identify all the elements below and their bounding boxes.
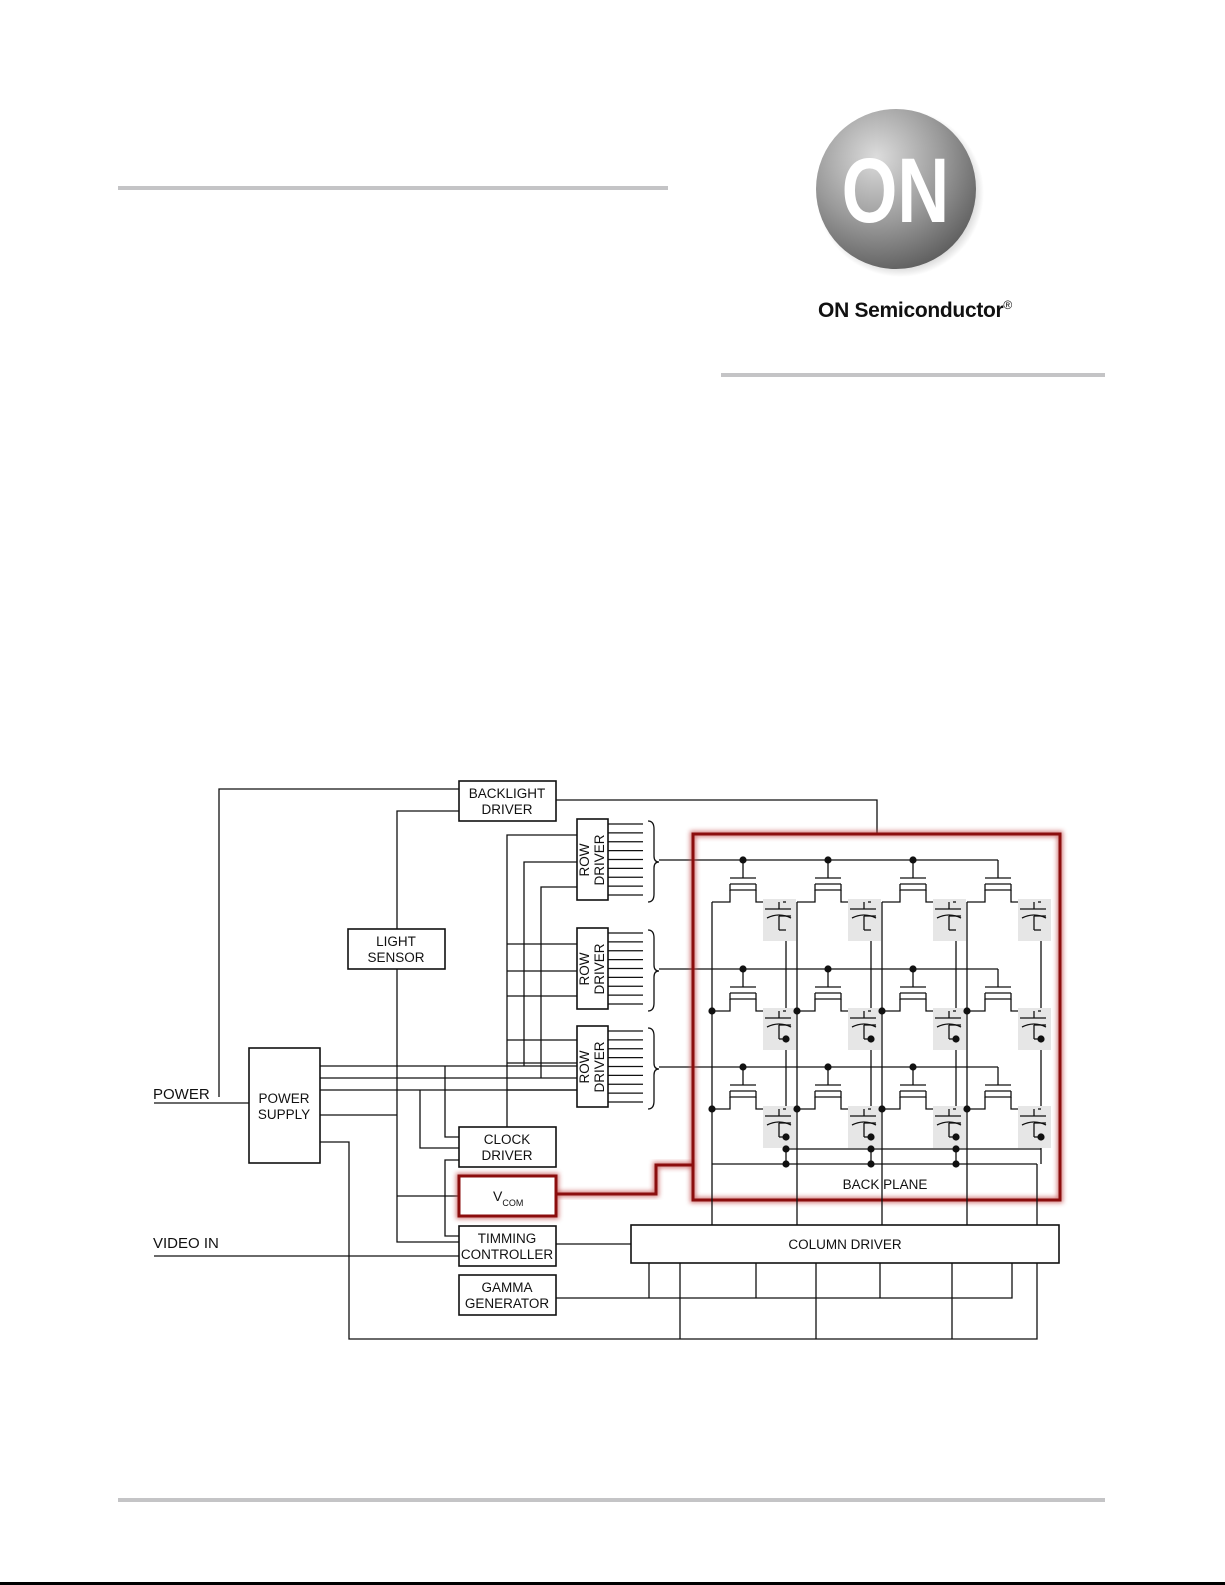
tft-channel xyxy=(730,1091,756,1097)
tft-channel xyxy=(985,993,1011,999)
gamma-generator-label-1: GAMMA xyxy=(481,1280,532,1295)
row-driver-3-label-2: DRIVER xyxy=(592,1041,607,1092)
light-sensor-label-2: SENSOR xyxy=(367,950,424,965)
tft-channel xyxy=(985,884,1011,890)
sensor-to-timing-wire xyxy=(397,969,459,1242)
tft-channel xyxy=(815,884,841,890)
tft-channel xyxy=(900,1091,926,1097)
tft-channel xyxy=(985,1091,1011,1097)
junction-dot xyxy=(878,1105,885,1112)
clock-driver-label-2: DRIVER xyxy=(481,1148,532,1163)
tft-pixel-matrix xyxy=(708,856,1051,1225)
row-bus-c xyxy=(541,887,577,1078)
column-driver-label: COLUMN DRIVER xyxy=(788,1237,902,1252)
tft-channel xyxy=(815,993,841,999)
tft-channel xyxy=(730,884,756,890)
tft-channel xyxy=(815,1091,841,1097)
row-bus-b xyxy=(524,862,577,1066)
row-driver-1-label-2: DRIVER xyxy=(592,834,607,885)
power-supply-label-2: SUPPLY xyxy=(258,1107,310,1122)
junction-dot xyxy=(963,1105,970,1112)
backlight-driver-label-2: DRIVER xyxy=(481,802,532,817)
timming-controller-label-2: CONTROLLER xyxy=(461,1247,554,1262)
tft-source xyxy=(712,890,730,902)
junction-dot xyxy=(793,1007,800,1014)
row-driver-2-label-2: DRIVER xyxy=(592,943,607,994)
junction-dot xyxy=(878,1007,885,1014)
junction-dot xyxy=(782,1160,789,1167)
backlight-to-sensor-wire xyxy=(397,811,459,929)
timming-controller-label-1: TIMMING xyxy=(478,1231,537,1246)
gamma-generator-label-2: GENERATOR xyxy=(465,1296,550,1311)
supply-to-clock-wire xyxy=(420,1090,459,1148)
junction-dot xyxy=(708,1007,715,1014)
row-bus-a xyxy=(507,835,577,1090)
tft-source xyxy=(882,890,900,902)
junction-dot xyxy=(708,1105,715,1112)
power-input-label: POWER xyxy=(153,1086,210,1103)
row-driver-brace xyxy=(648,821,659,902)
row-driver-brace xyxy=(648,1028,659,1109)
tft-channel xyxy=(900,884,926,890)
vcom-connection xyxy=(556,1165,693,1194)
vcom-box xyxy=(459,1176,556,1216)
supply-to-clock-wire-2 xyxy=(445,1066,459,1137)
row-driver-brace xyxy=(648,930,659,1011)
junction-dot xyxy=(952,1160,959,1167)
tft-source xyxy=(967,890,985,902)
video-in-label: VIDEO IN xyxy=(153,1235,219,1252)
back-plane-label: BACK PLANE xyxy=(843,1177,928,1192)
tft-channel xyxy=(900,993,926,999)
backlight-driver-label-1: BACKLIGHT xyxy=(469,786,546,801)
junction-dot xyxy=(867,1160,874,1167)
light-sensor-label-1: LIGHT xyxy=(376,934,416,949)
gamma-to-column-wire xyxy=(556,1263,1012,1298)
row-driver-3-label-1: ROW xyxy=(577,1050,592,1083)
power-supply-label-1: POWER xyxy=(258,1091,309,1106)
row-driver-1-label-1: ROW xyxy=(577,843,592,876)
tft-channel xyxy=(730,993,756,999)
row-driver-2-label-1: ROW xyxy=(577,952,592,985)
clock-driver-label-1: CLOCK xyxy=(484,1132,531,1147)
junction-dot xyxy=(963,1007,970,1014)
tft-source xyxy=(797,890,815,902)
junction-dot xyxy=(793,1105,800,1112)
